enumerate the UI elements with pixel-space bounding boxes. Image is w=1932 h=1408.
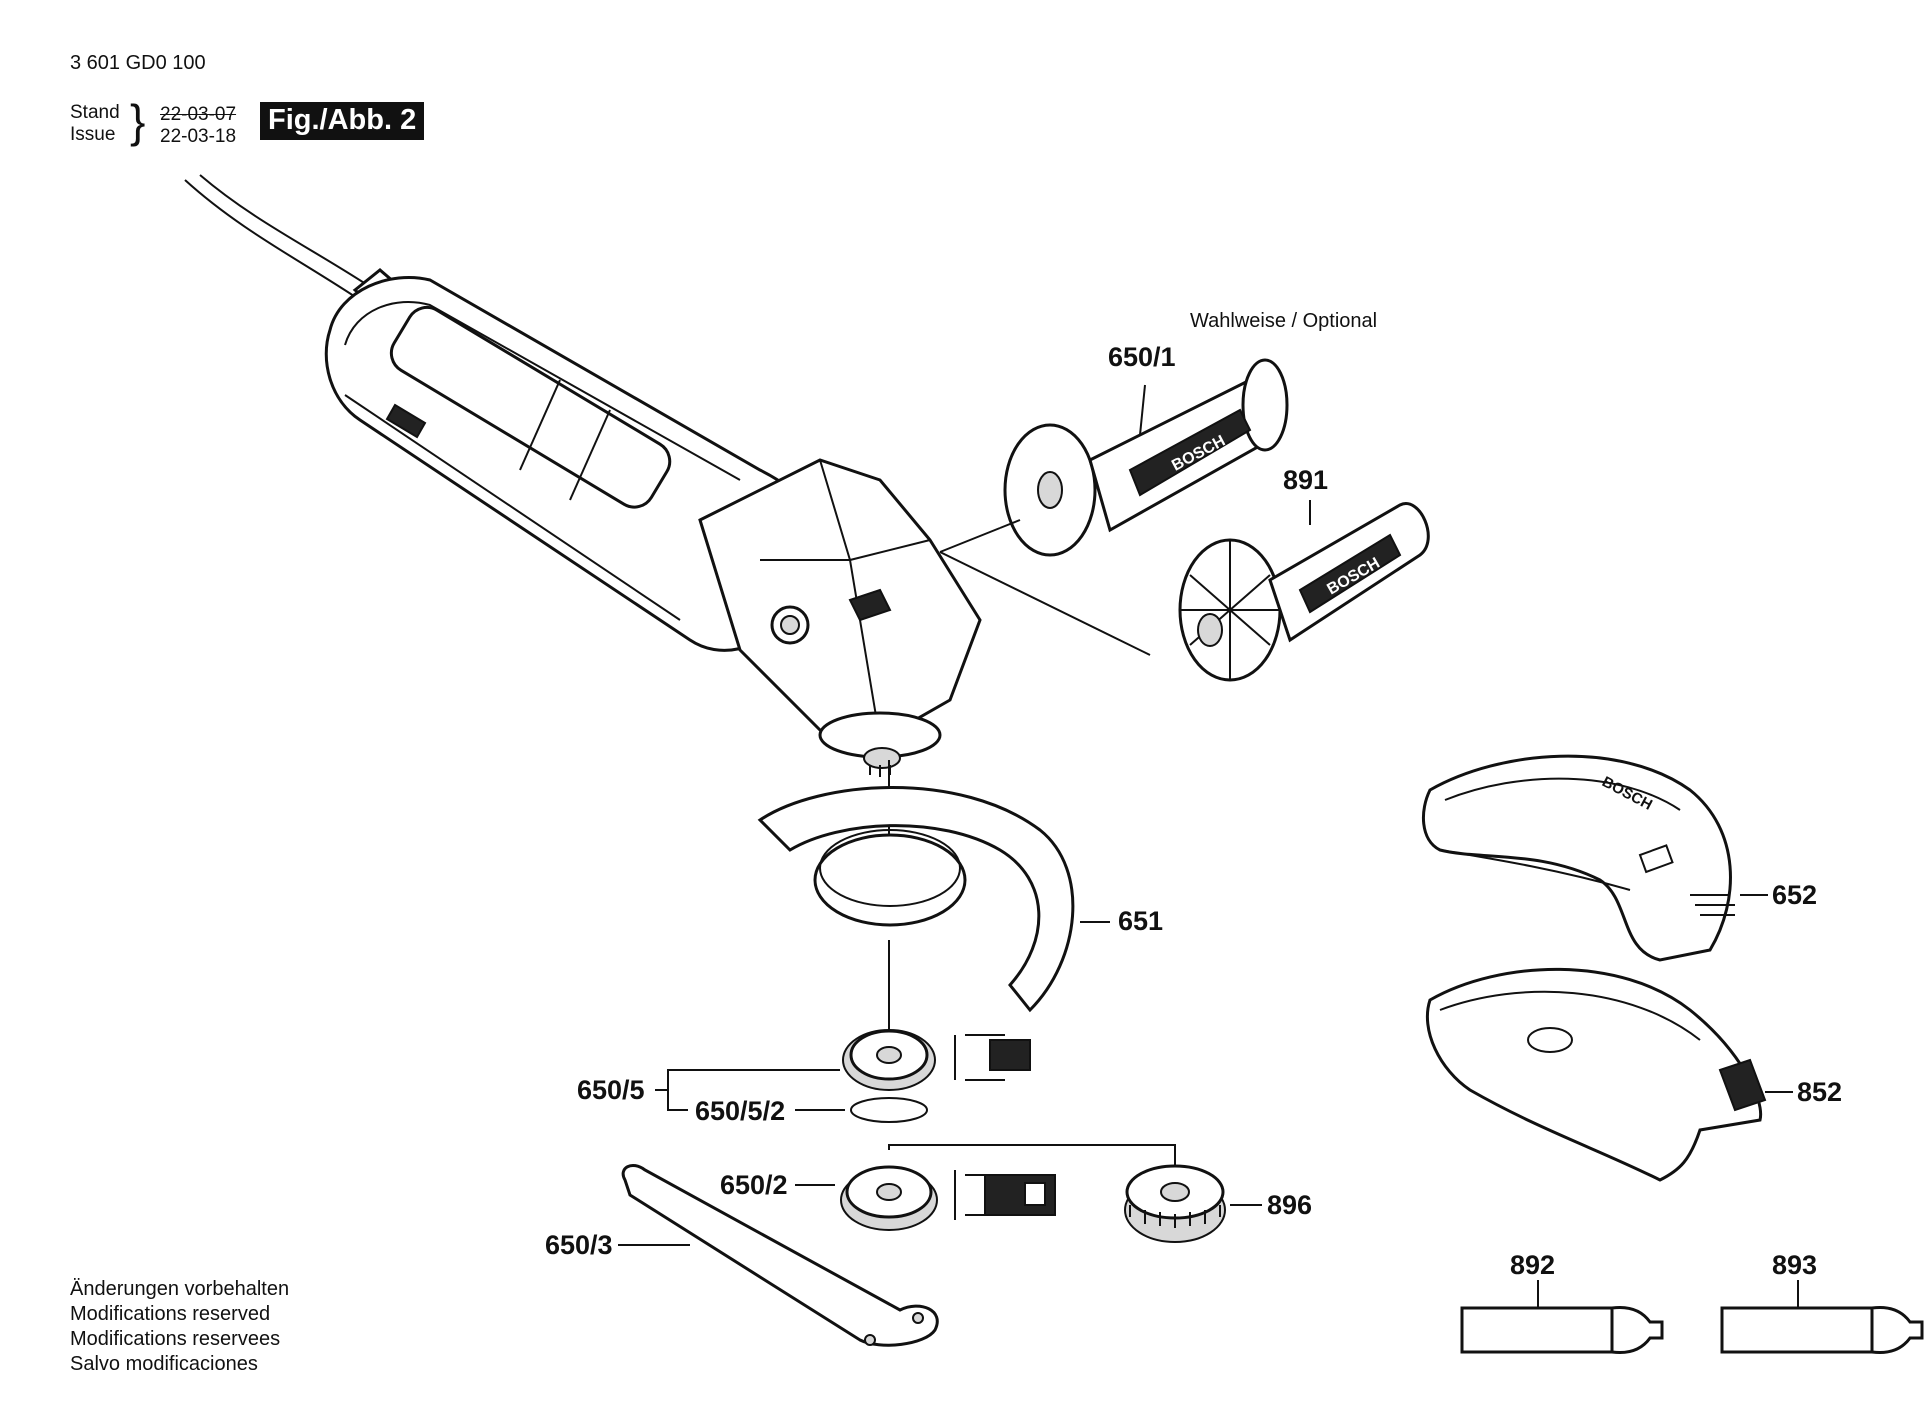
brace-glyph: }	[130, 95, 146, 147]
guard-651	[757, 786, 1110, 1013]
flange-650-5	[842, 1029, 1031, 1091]
footer-line-en: Modifications reserved	[70, 1303, 271, 1325]
tube-893	[1720, 1280, 1924, 1355]
issue-date: 22-03-18	[160, 126, 237, 147]
gear-head	[698, 458, 982, 777]
o-ring-650-5-2	[850, 1097, 928, 1123]
spanner-650-3	[618, 1164, 939, 1347]
part-label-650-2: 650/2	[720, 1170, 788, 1200]
figure-label: Fig./Abb. 2	[260, 102, 425, 140]
clamp-nut-650-2	[840, 1165, 1056, 1231]
part-label-891: 891	[1283, 465, 1329, 495]
optional-label: Wahlweise / Optional	[1190, 310, 1378, 332]
footer-line-fr: Modifications reservees	[70, 1328, 281, 1350]
part-label-650-1: 650/1	[1108, 342, 1176, 372]
part-label-892: 892	[1510, 1250, 1556, 1280]
tube-892	[1460, 1280, 1664, 1355]
angle-grinder-body	[324, 275, 824, 652]
quick-nut-896	[1124, 1164, 1262, 1243]
part-label-852: 852	[1797, 1077, 1843, 1107]
part-label-652: 652	[1772, 880, 1818, 910]
part-number: 3 601 GD0 100	[70, 52, 206, 74]
guard-852	[1425, 967, 1793, 1182]
cutting-guard-652	[1421, 754, 1768, 962]
part-label-651: 651	[1118, 906, 1164, 936]
part-label-650-5: 650/5	[577, 1075, 645, 1105]
stand-date: 22-03-07	[160, 104, 237, 125]
part-label-650-3: 650/3	[545, 1230, 613, 1260]
side-handle-650-1	[999, 358, 1289, 557]
footer-line-de: Änderungen vorbehalten	[70, 1278, 290, 1300]
part-label-650-5-2: 650/5/2	[695, 1096, 786, 1126]
part-label-896: 896	[1267, 1190, 1313, 1220]
footer-line-es: Salvo modificaciones	[70, 1353, 258, 1375]
part-label-893: 893	[1772, 1250, 1818, 1280]
issue-label: Issue	[70, 124, 116, 145]
stand-label: Stand	[70, 102, 120, 123]
side-handle-891	[1178, 502, 1430, 682]
